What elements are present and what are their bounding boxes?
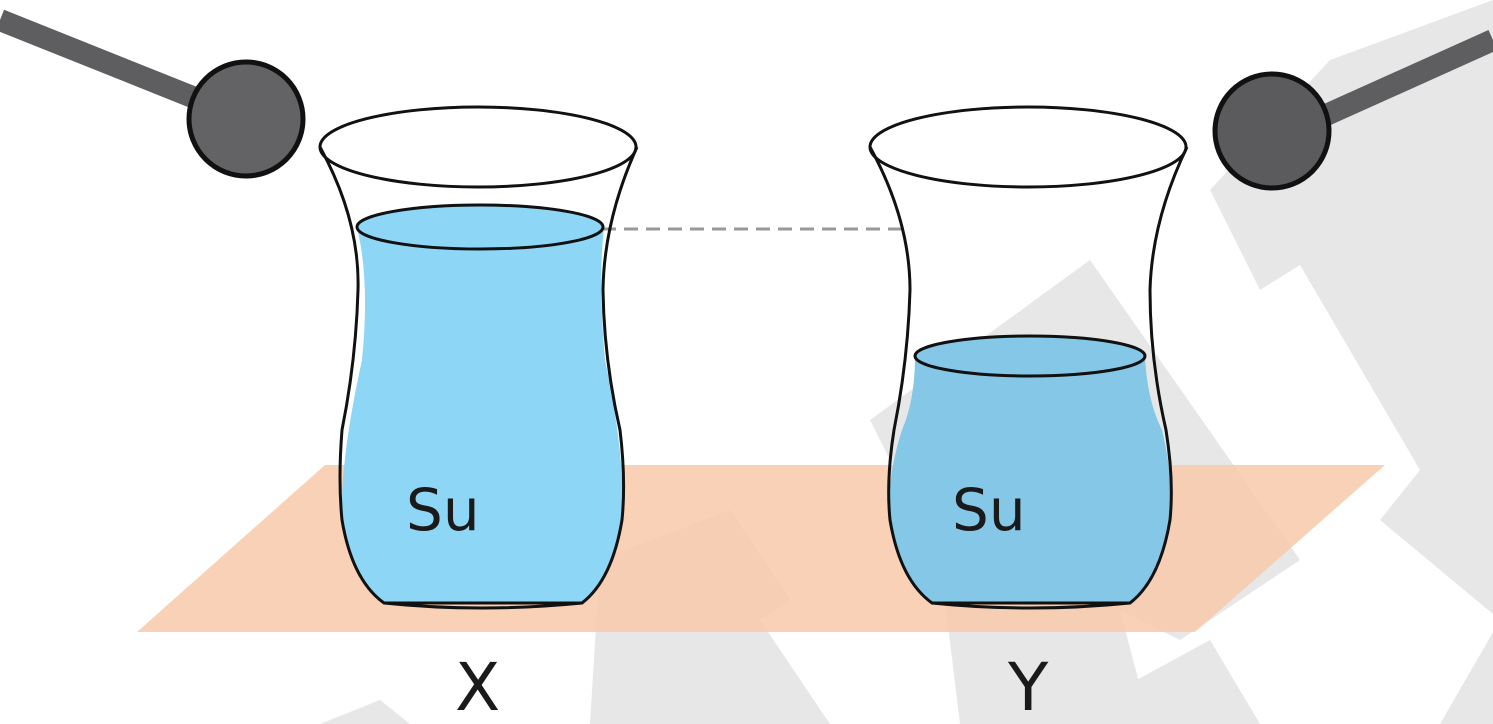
table-surface bbox=[137, 465, 1385, 632]
glass-y-bottom bbox=[931, 601, 1131, 610]
glass-x-rim bbox=[318, 105, 638, 189]
glass-x-water bbox=[341, 228, 623, 603]
glass-x: Su bbox=[318, 105, 639, 610]
glass-x-water-surface bbox=[355, 203, 605, 251]
right-lamp-arm bbox=[1310, 29, 1493, 131]
glass-y-outline bbox=[868, 146, 1189, 605]
glass-y-water bbox=[889, 356, 1171, 603]
right-lamp bbox=[1212, 29, 1493, 191]
glass-x-liquid-label: Su bbox=[406, 476, 480, 544]
glass-y: Su bbox=[868, 105, 1189, 610]
glass-x-outline bbox=[318, 146, 639, 605]
watermark-shape-5 bbox=[1100, 640, 1260, 724]
right-lamp-head bbox=[1212, 71, 1332, 191]
left-lamp-head bbox=[186, 59, 306, 179]
left-lamp bbox=[0, 9, 306, 179]
glass-y-water-surface bbox=[913, 334, 1147, 378]
left-lamp-arm bbox=[0, 9, 210, 113]
glass-x-bottom bbox=[383, 601, 583, 610]
glass-y-liquid-label: Su bbox=[952, 476, 1026, 544]
glass-y-rim bbox=[868, 105, 1188, 189]
glass-y-label: Y bbox=[1007, 649, 1049, 724]
watermark-shape-4 bbox=[320, 700, 410, 724]
glass-x-label: X bbox=[455, 649, 500, 724]
